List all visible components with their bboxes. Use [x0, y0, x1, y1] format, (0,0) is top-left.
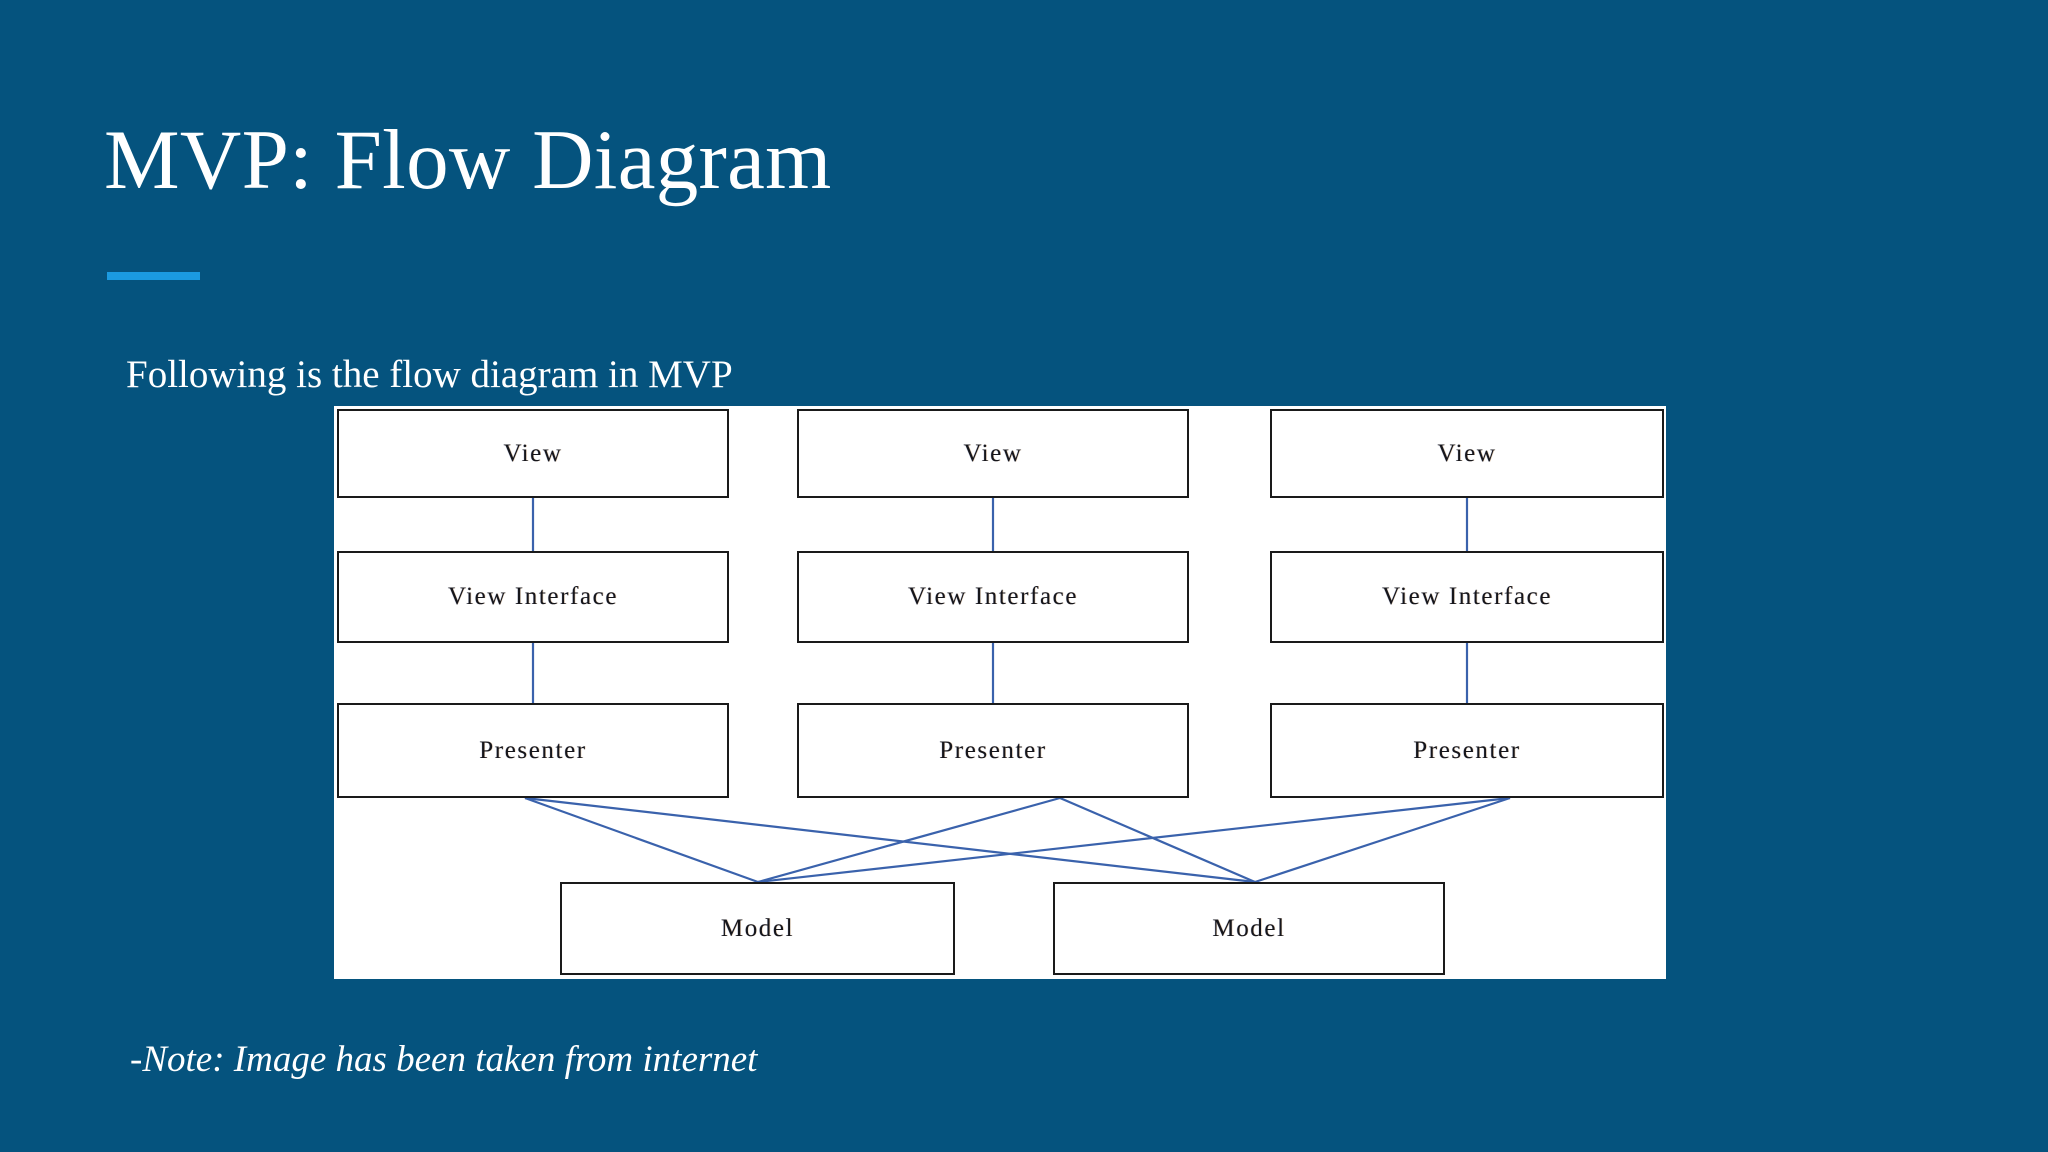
title-accent-bar — [107, 272, 200, 280]
view-interface-label-1: View Interface — [447, 583, 619, 610]
diagram-connectors — [524, 498, 1511, 884]
mvp-flow-diagram: View View View View Interface View Inter… — [334, 406, 1666, 979]
view-label-2: View — [963, 439, 1023, 467]
presenter-box-3: Presenter — [1270, 703, 1664, 798]
connector-presenter2-to-model1 — [757, 796, 1061, 884]
view-interface-box-1: View Interface — [337, 551, 729, 643]
source-note: -Note: Image has been taken from interne… — [130, 1039, 758, 1080]
model-label-1: Model — [720, 914, 795, 942]
presenter-label-3: Presenter — [1413, 736, 1521, 764]
model-label-2: Model — [1212, 914, 1286, 942]
model-box-1: Model — [560, 882, 955, 975]
slide-subtitle: Following is the flow diagram in MVP — [126, 353, 733, 396]
presenter-label-2: Presenter — [939, 736, 1047, 764]
view-interface-box-2: View Interface — [797, 551, 1189, 643]
connector-presenter2-to-model2 — [1059, 796, 1256, 884]
view-interface-label-3: View Interface — [1381, 583, 1553, 610]
view-box-2: View — [797, 409, 1189, 498]
view-interface-label-2: View Interface — [907, 583, 1079, 610]
connector-presenter3-to-model2 — [1254, 796, 1511, 884]
view-interface-box-3: View Interface — [1270, 551, 1664, 643]
connector-presenter3-to-model1 — [757, 796, 1511, 884]
view-label-3: View — [1437, 439, 1497, 467]
connector-presenter1-to-model1 — [524, 796, 759, 884]
page-title: MVP: Flow Diagram — [104, 113, 832, 207]
connector-presenter1-to-model2 — [524, 796, 1256, 884]
presenter-box-1: Presenter — [337, 703, 729, 798]
presenter-box-2: Presenter — [797, 703, 1189, 798]
view-label-1: View — [503, 439, 563, 467]
view-box-3: View — [1270, 409, 1664, 498]
presenter-label-1: Presenter — [479, 736, 587, 764]
view-box-1: View — [337, 409, 729, 498]
model-box-2: Model — [1053, 882, 1445, 975]
